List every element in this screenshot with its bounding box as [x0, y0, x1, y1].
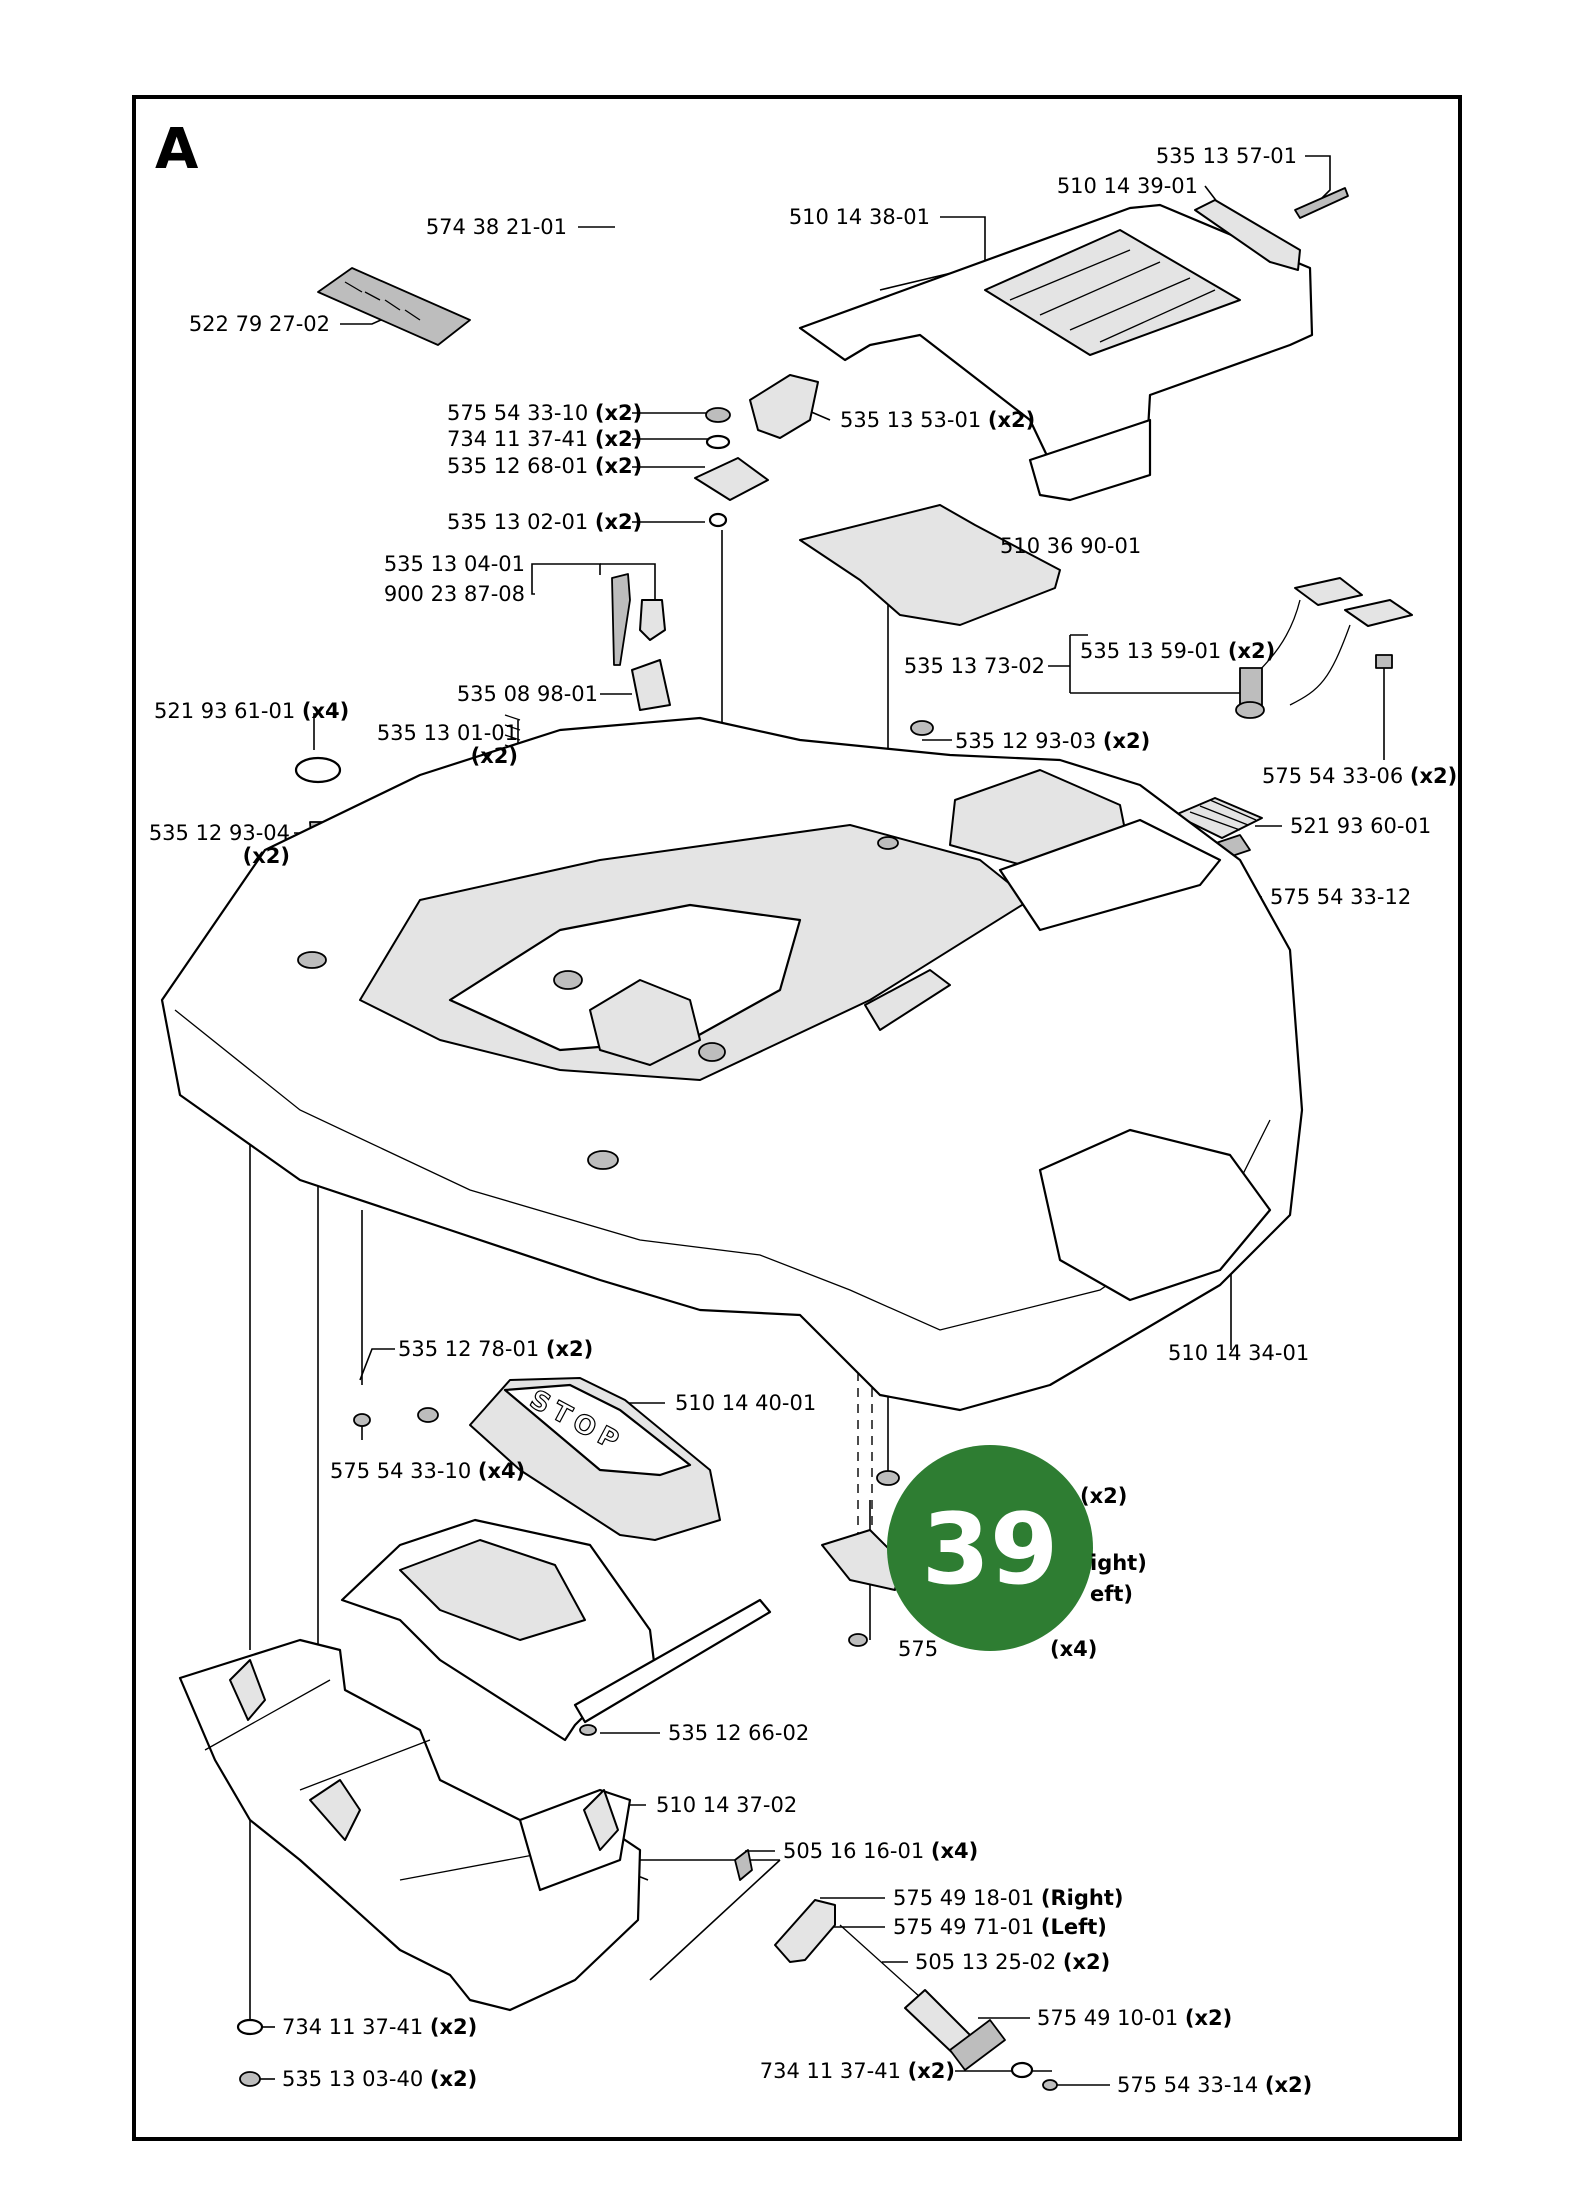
washer-734-11-37-41-left [236, 2018, 264, 2036]
main-body-part [160, 716, 1304, 1412]
callout-535-12-93-04: 535 12 93-04 [149, 821, 290, 845]
callout-522-79-27-02: 522 79 27-02 [189, 312, 330, 336]
page-number-badge: 39 [887, 1445, 1093, 1651]
callout-510-14-40-01: 510 14 40-01 [675, 1391, 816, 1415]
section-letter: A [155, 117, 199, 182]
callout-535-13-04-01: 535 13 04-01 [384, 552, 525, 576]
callout-535-13-53-01: 535 13 53-01 (x2) [840, 408, 1035, 432]
callout-575-49-18-01: 575 49 18-01 (Right) [893, 1886, 1123, 1910]
callout-535-13-01-01: 535 13 01-01 [377, 721, 518, 745]
callout-535-12-68-01: 535 12 68-01 (x2) [447, 454, 642, 478]
diagram-frame [132, 95, 1462, 2141]
callout-535-12-66-02: 535 12 66-02 [668, 1721, 809, 1745]
warning-decal-part [317, 267, 471, 346]
callout-510-14-39-01: 510 14 39-01 [1057, 174, 1198, 198]
callout-535-13-73-02: 535 13 73-02 [904, 654, 1045, 678]
screw-575-54-33-10-x4 [353, 1413, 371, 1427]
screw-535-13-57 [1294, 187, 1349, 219]
part-callouts: 535 13 57-01 510 14 39-01 574 38 21-01 5… [149, 144, 1457, 2097]
sensor-bracket-assembly [1235, 577, 1413, 719]
stop-cover-part: STOP [417, 1377, 721, 1541]
callout-partial-575: 575 [898, 1637, 938, 1661]
callout-510-36-90-01: 510 36 90-01 [1000, 534, 1141, 558]
top-cover-part [798, 203, 1314, 502]
callout-575-49-10-01: 575 49 10-01 (x2) [1037, 2006, 1232, 2030]
callout-535-12-93-03: 535 12 93-03 (x2) [955, 729, 1150, 753]
callout-535-13-59-01: 535 13 59-01 (x2) [1080, 639, 1275, 663]
callout-575-54-33-10-x2: 575 54 33-10 (x2) [447, 401, 642, 425]
callout-521-93-60-01: 521 93 60-01 [1290, 814, 1431, 838]
callout-partial-575-qty: (x4) [1050, 1637, 1097, 1661]
screw-535-12-93-03 [910, 720, 934, 736]
callout-575-49-71-01: 575 49 71-01 (Left) [893, 1915, 1107, 1939]
callout-535-13-02-01: 535 13 02-01 (x2) [447, 510, 642, 534]
callout-510-14-38-01: 510 14 38-01 [789, 205, 930, 229]
spring-part [504, 714, 521, 761]
callout-535-12-93-04-qty: (x2) [243, 844, 290, 868]
clip-part [749, 374, 819, 439]
svg-text:39: 39 [922, 1493, 1058, 1607]
callout-734-11-37-41-left: 734 11 37-41 (x2) [282, 2015, 477, 2039]
callout-510-14-34-01: 510 14 34-01 [1168, 1341, 1309, 1365]
lid-panel-part [340, 1518, 772, 1742]
callout-505-13-25-02: 505 13 25-02 (x2) [915, 1950, 1110, 1974]
callout-521-93-61-01: 521 93 61-01 (x4) [154, 699, 349, 723]
callout-575-54-33-12: 575 54 33-12 [1270, 885, 1411, 909]
callout-535-13-03-40: 535 13 03-40 (x2) [282, 2067, 477, 2091]
callout-partial-left: eft) [1090, 1582, 1133, 1606]
callout-535-12-78-01: 535 12 78-01 (x2) [398, 1337, 593, 1361]
callout-535-13-01-01-qty: (x2) [471, 744, 518, 768]
cable-tie-part [611, 573, 671, 711]
callout-574-38-21-01: 574 38 21-01 [426, 215, 567, 239]
callout-535-13-57-01: 535 13 57-01 [1156, 144, 1297, 168]
sheet-part [799, 504, 1061, 626]
callout-510-14-37-02: 510 14 37-02 [656, 1793, 797, 1817]
axle-assembly-part [734, 1849, 1058, 2091]
callout-hidden-x2: (x2) [1080, 1484, 1127, 1508]
callout-575-54-33-14: 575 54 33-14 (x2) [1117, 2073, 1312, 2097]
fastener-stack [694, 407, 769, 528]
callout-575-54-33-06: 575 54 33-06 (x2) [1262, 764, 1457, 788]
callout-505-16-16-01: 505 16 16-01 (x4) [783, 1839, 978, 1863]
screw-535-13-03-40 [239, 2071, 261, 2087]
callout-535-08-98-01: 535 08 98-01 [457, 682, 598, 706]
callout-900-23-87-08: 900 23 87-08 [384, 582, 525, 606]
rubber-cap-part [294, 756, 342, 784]
callout-734-11-37-41-top: 734 11 37-41 (x2) [447, 427, 642, 451]
callout-734-11-37-41-right: 734 11 37-41 (x2) [760, 2059, 955, 2083]
handle-part [1194, 199, 1301, 271]
callout-575-54-33-10-x4: 575 54 33-10 (x4) [330, 1459, 525, 1483]
front-bumper-part [178, 1638, 642, 2012]
callout-partial-right: ight) [1090, 1551, 1147, 1575]
